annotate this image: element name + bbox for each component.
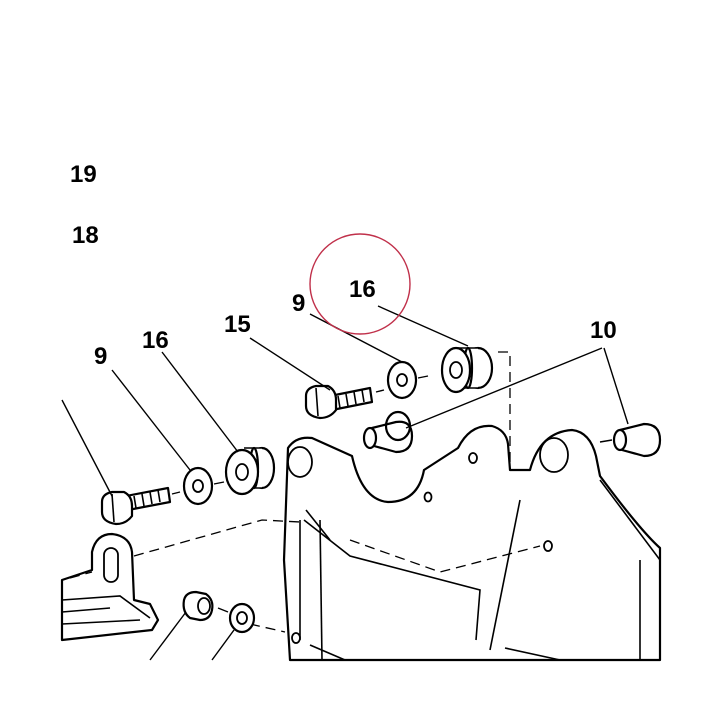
leader-lines xyxy=(61,305,629,661)
bushing-16-left xyxy=(224,446,276,496)
nut-bottom xyxy=(182,590,214,622)
spacer-10-right xyxy=(599,422,662,458)
bushing-16-top xyxy=(440,346,494,394)
callout-9-left: 9 xyxy=(94,343,107,370)
callout-9-top: 9 xyxy=(292,290,305,317)
washer-bottom xyxy=(228,602,256,634)
frame-hole-large xyxy=(539,437,569,473)
callout-18: 18 xyxy=(72,222,99,249)
highlight-circle xyxy=(309,233,411,335)
bolt-15 xyxy=(304,384,385,420)
spacer-10-center xyxy=(362,410,414,454)
callout-15: 15 xyxy=(224,311,251,338)
callout-16-left: 16 xyxy=(142,327,169,354)
left-bracket xyxy=(60,532,160,642)
callout-10: 10 xyxy=(590,317,617,344)
callout-19: 19 xyxy=(70,161,97,188)
washer-9-top xyxy=(386,360,429,400)
frame-hole-left xyxy=(287,446,313,478)
callout-16-top: 16 xyxy=(349,276,376,303)
centerlines xyxy=(69,351,541,633)
bolt-left xyxy=(100,486,181,526)
main-bracket-frame xyxy=(282,424,662,662)
washer-9-left xyxy=(182,466,225,506)
